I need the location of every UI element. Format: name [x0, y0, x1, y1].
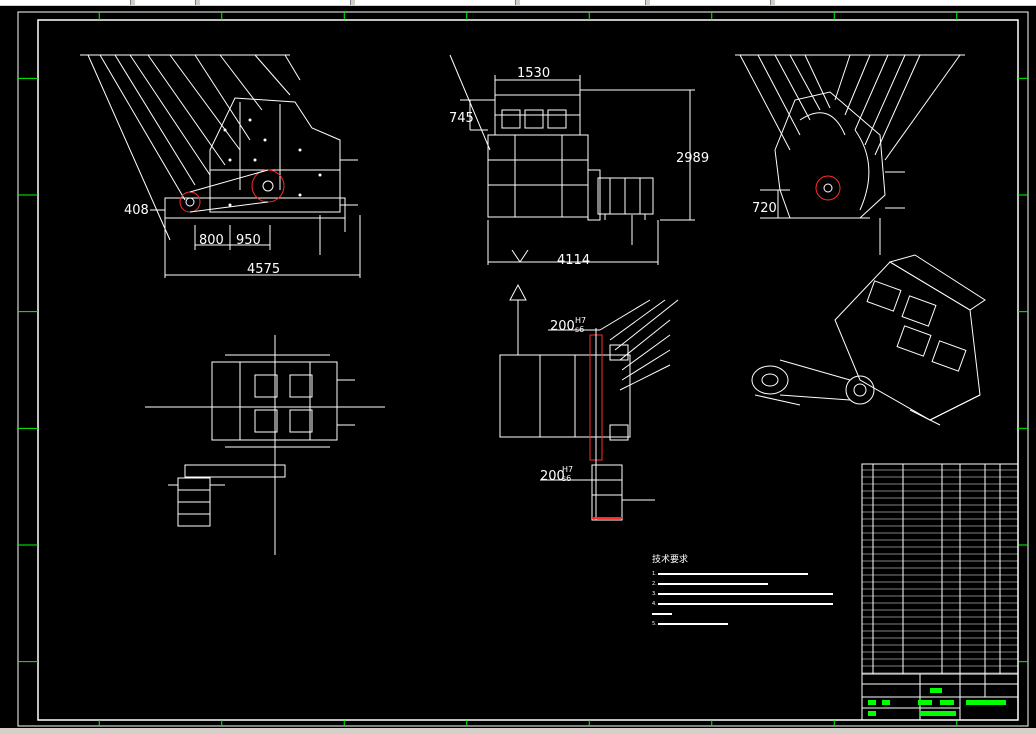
window-top-toolbar: [0, 0, 1036, 6]
title-block-marks: [868, 688, 1006, 716]
drawing-frame: [17, 11, 1029, 727]
toolbar-field[interactable]: [355, 0, 516, 5]
parts-list-rows: [862, 469, 1018, 674]
dim-section-top: 200: [550, 319, 575, 334]
dim-front-height: 2989: [676, 151, 709, 166]
tech-req-line-2: 2.: [652, 581, 657, 587]
dim-front-total: 4114: [557, 253, 590, 268]
side-elevation-view: [80, 54, 361, 278]
fit-s-bottom: s6: [562, 474, 571, 483]
dim-right-height: 720: [752, 201, 777, 216]
status-bar: [0, 728, 1036, 734]
frame-grid-ticks: [18, 12, 1028, 726]
toolbar-field[interactable]: [520, 0, 646, 5]
tech-req-line-1: 1.: [652, 571, 657, 577]
dim-front-offset: 745: [449, 111, 474, 126]
dim-section-bottom: 200: [540, 469, 565, 484]
dim-side-height: 408: [124, 203, 149, 218]
section-dimensions: 200 H7 s6 200 H7 s6: [540, 316, 586, 484]
tech-req-line-3: 3.: [652, 591, 657, 597]
side-view-dimensions: 408 800 950 4575: [124, 203, 280, 277]
toolbar-field[interactable]: [135, 0, 196, 5]
dim-side-w2: 950: [236, 233, 261, 248]
dim-front-width: 1530: [517, 66, 550, 81]
canvas-background: [0, 6, 1036, 728]
right-view-dimensions: 720: [752, 201, 777, 216]
dim-side-total: 4575: [247, 262, 280, 277]
dim-side-w1: 800: [199, 233, 224, 248]
section-view: [499, 283, 679, 521]
toolbar-field[interactable]: [0, 0, 131, 5]
front-elevation-view: [449, 54, 695, 265]
cad-drawing-canvas[interactable]: 408 800 950 4575: [0, 6, 1036, 728]
isometric-view: [751, 254, 986, 426]
fit-h-bottom: H7: [562, 465, 573, 474]
tech-req-line-4: 4.: [652, 601, 657, 607]
technical-requirements: 技术要求 1. 2. 3. 4. 5.: [652, 553, 833, 627]
front-view-dimensions: 1530 745 2989 4114: [449, 66, 709, 268]
side-view-leaders: [80, 54, 301, 241]
toolbar-field[interactable]: [775, 0, 1036, 5]
plan-view: [145, 335, 385, 555]
tech-req-line-5: 5.: [652, 621, 657, 627]
right-section-view: [735, 54, 965, 255]
fit-h-top: H7: [575, 316, 586, 325]
parts-list-table: [861, 463, 1019, 675]
fit-s-top: s6: [575, 325, 584, 334]
tech-req-title: 技术要求: [652, 553, 688, 565]
title-block: [861, 673, 1019, 721]
toolbar-field[interactable]: [200, 0, 351, 5]
toolbar-field[interactable]: [650, 0, 771, 5]
